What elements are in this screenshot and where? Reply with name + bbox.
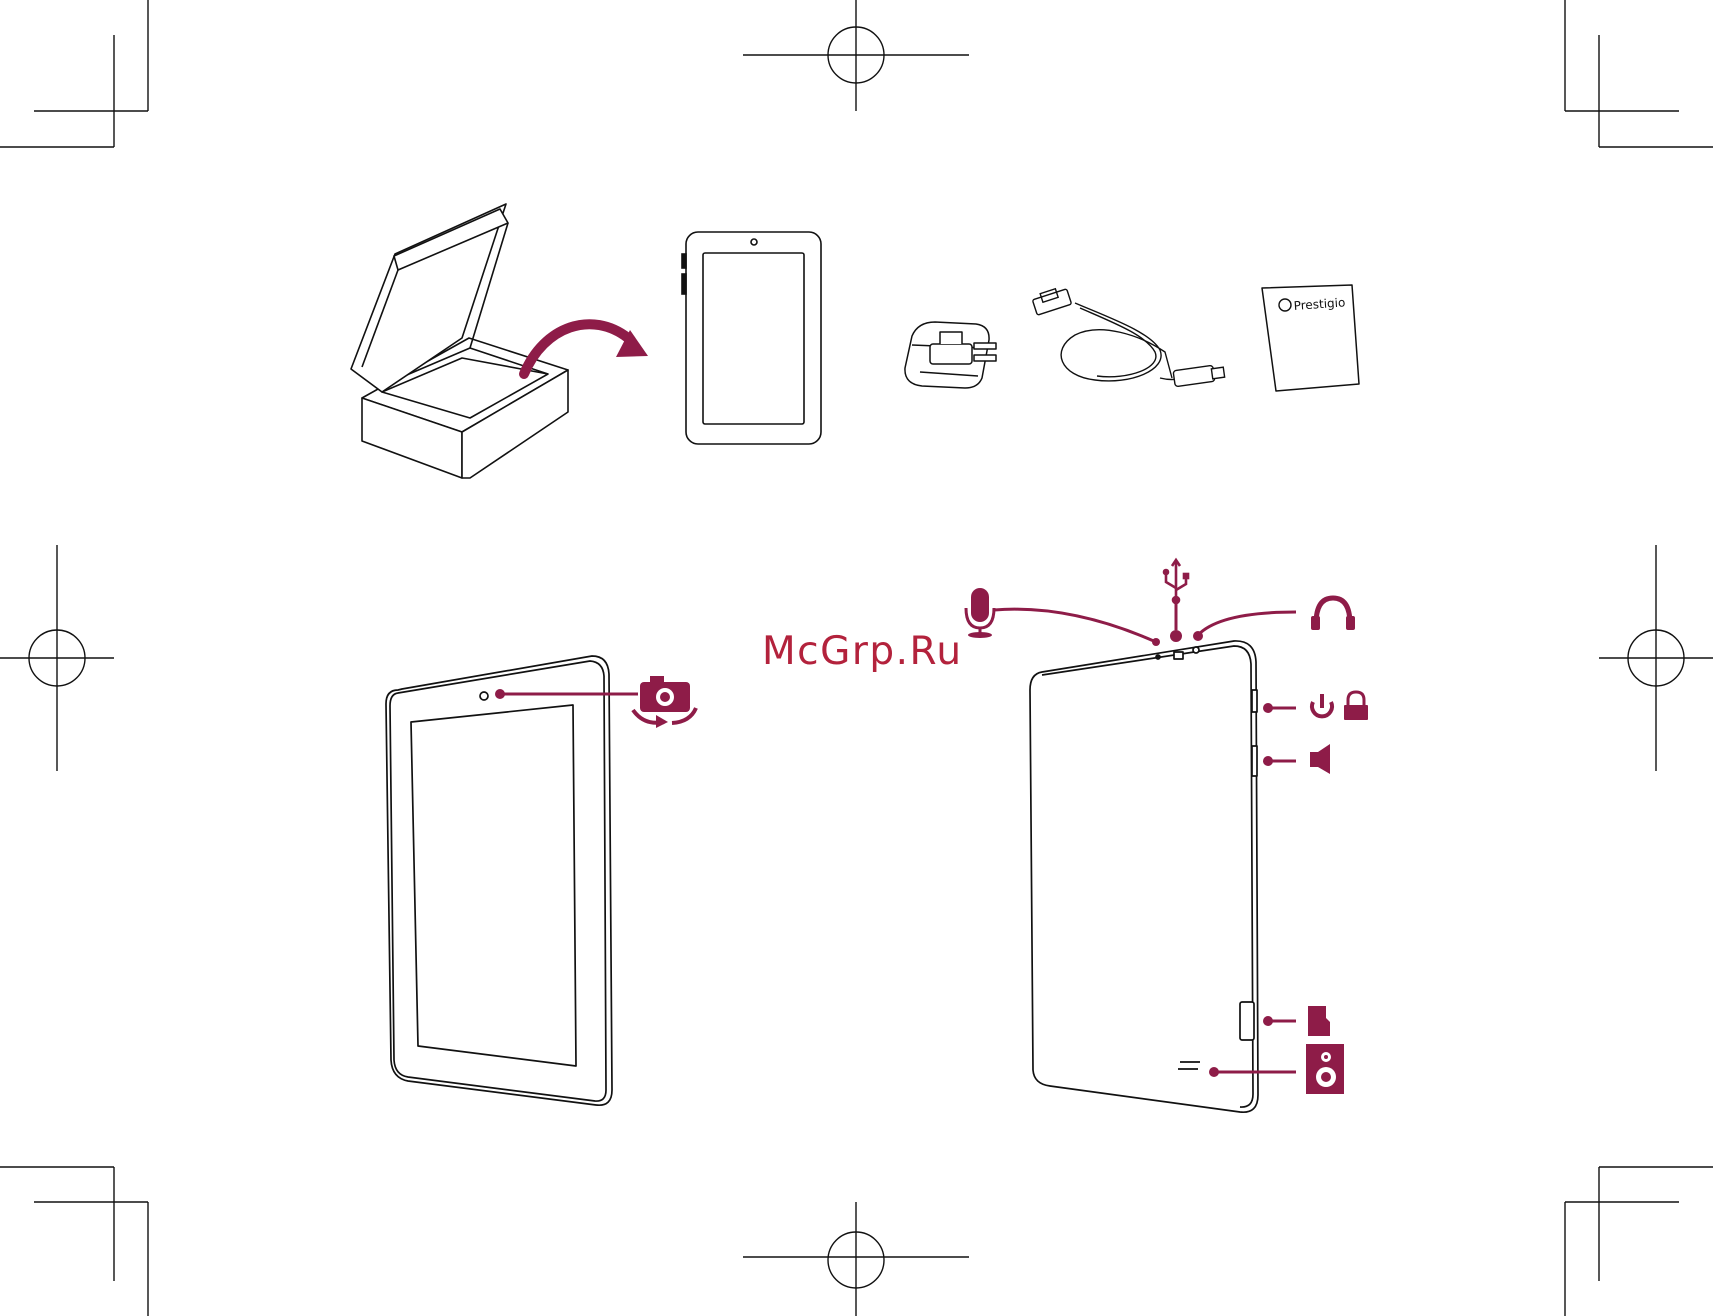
power-icon (1312, 694, 1332, 716)
crop-mark-top-left (0, 0, 148, 147)
tablet-icon (682, 232, 821, 444)
registration-mark-top (743, 0, 969, 111)
box-icon (351, 204, 568, 478)
watermark-text: McGrp.Ru (762, 632, 963, 671)
headphones-icon (1311, 598, 1355, 630)
registration-mark-bottom (743, 1202, 969, 1316)
microphone-icon (966, 588, 994, 638)
callout-volume-button (1263, 744, 1330, 774)
callout-microphone (966, 588, 1160, 646)
callout-usb-port (1164, 560, 1188, 642)
usb-cable-icon (1032, 289, 1224, 387)
usb-icon (1164, 560, 1188, 603)
charger-icon (905, 322, 996, 388)
callout-microsd-slot (1263, 1006, 1330, 1036)
crop-mark-bottom-left (0, 1167, 148, 1316)
registration-mark-left (0, 545, 114, 771)
manual-icon: Prestigio (1262, 285, 1359, 391)
volume-icon (1310, 744, 1330, 774)
speaker-icon (1306, 1044, 1344, 1094)
camera-switch-icon (633, 676, 696, 728)
callout-power-button (1263, 692, 1368, 720)
callout-headphone-jack (1193, 598, 1355, 641)
crop-mark-top-right (1565, 0, 1713, 147)
microsd-icon (1308, 1006, 1330, 1036)
tablet-front (386, 656, 612, 1105)
registration-mark-right (1599, 545, 1713, 771)
crop-mark-bottom-right (1565, 1167, 1713, 1316)
tablet-back (1030, 641, 1258, 1112)
lock-icon (1344, 692, 1368, 720)
